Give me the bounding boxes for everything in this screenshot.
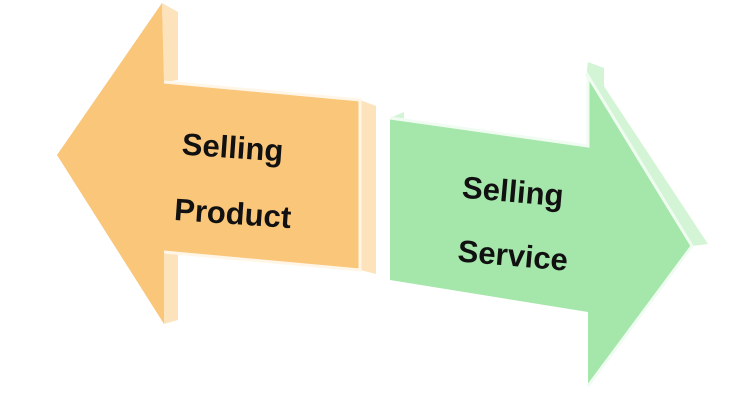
left-arrow-right-side <box>360 100 376 274</box>
left-arrow-label-line2: Product <box>173 192 292 235</box>
left-arrow-body <box>57 3 360 324</box>
left-arrow-bottom-bevel <box>164 252 178 324</box>
left-arrow: Selling Product <box>57 3 376 324</box>
left-arrow-label-line1: Selling <box>181 127 285 169</box>
right-arrow-edge <box>389 70 694 387</box>
left-arrow-top-bevel <box>162 3 178 82</box>
left-arrow-edge <box>163 80 362 272</box>
right-arrow-tip-side <box>586 62 708 246</box>
right-arrow-body <box>390 76 692 386</box>
right-arrow: Selling Service <box>389 62 708 387</box>
